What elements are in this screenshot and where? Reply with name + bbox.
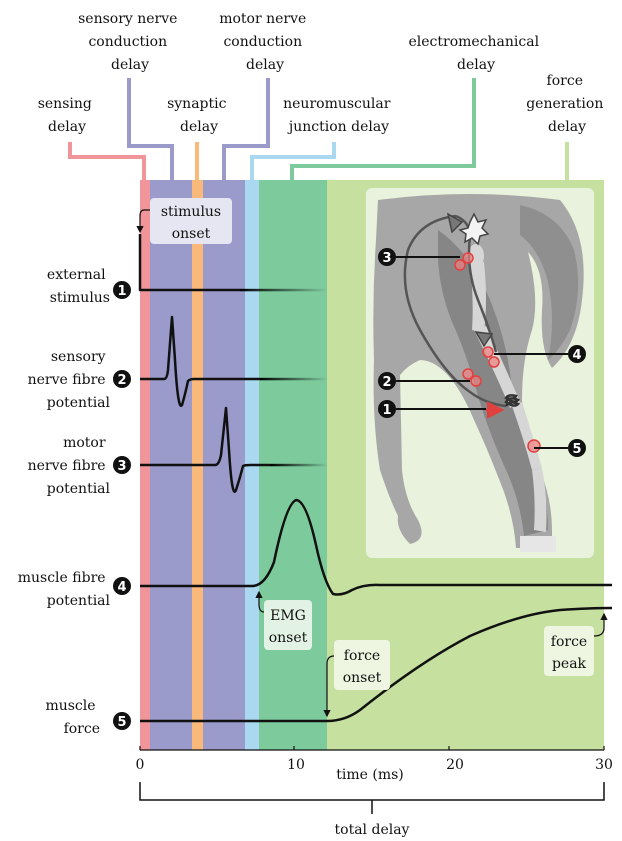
row-number-markers: 1 2 3 4 5 — [113, 281, 131, 730]
label-nmj-delay: neuromuscular junction delay — [283, 96, 395, 135]
phase-labels: sensing delay sensory nerve conduction d… — [38, 11, 608, 135]
tick-label-20: 20 — [446, 757, 464, 773]
row-marker-3: 3 — [113, 456, 131, 474]
time-axis: 0 10 20 30 time (ms) total delay — [136, 746, 613, 838]
x-axis-label: time (ms) — [336, 767, 404, 783]
inset-marker-5: 5 — [568, 439, 586, 457]
row-label-motor-potential: motor nerve fibre potential — [28, 435, 111, 497]
svg-text:4: 4 — [117, 580, 126, 595]
tick-label-30: 30 — [595, 757, 613, 773]
row-marker-5: 5 — [113, 712, 131, 730]
svg-text:1: 1 — [382, 403, 391, 418]
inset-marker-2: 2 — [378, 372, 396, 390]
svg-text:2: 2 — [382, 375, 391, 390]
label-force-generation-delay: force generation delay — [526, 73, 608, 135]
total-delay-label: total delay — [335, 822, 410, 838]
svg-text:2: 2 — [117, 373, 126, 388]
tick-label-0: 0 — [136, 757, 145, 773]
row-labels: external stimulus sensory nerve fibre po… — [18, 267, 111, 737]
total-delay-bracket — [140, 782, 604, 814]
row-marker-1: 1 — [113, 281, 131, 299]
label-synaptic-delay: synaptic delay — [167, 96, 231, 135]
trace-motor-fade — [270, 464, 328, 467]
trace-stimulus-fade — [240, 289, 328, 292]
row-label-external-stimulus: external stimulus — [47, 267, 110, 306]
row-marker-2: 2 — [113, 370, 131, 388]
label-sensory-conduction-delay: sensory nerve conduction delay — [78, 11, 182, 73]
inset-marker-1: 1 — [378, 400, 396, 418]
inset-marker-3: 3 — [378, 248, 396, 266]
svg-text:3: 3 — [382, 251, 391, 266]
svg-text:4: 4 — [572, 348, 581, 363]
leader-motor-conduction — [224, 78, 268, 180]
svg-text:3: 3 — [117, 459, 126, 474]
svg-text:1: 1 — [117, 284, 126, 299]
tick-label-10: 10 — [287, 757, 305, 773]
row-label-muscle-fibre-potential: muscle fibre potential — [18, 570, 111, 609]
row-marker-4: 4 — [113, 577, 131, 595]
svg-text:5: 5 — [572, 442, 581, 457]
horse-leg-inset: 3 4 2 1 5 — [366, 188, 594, 558]
inset-marker-4: 4 — [568, 345, 586, 363]
leader-sensory-conduction — [129, 78, 172, 180]
row-label-muscle-force: muscle force — [45, 698, 100, 737]
label-sensing-delay: sensing delay — [38, 96, 97, 135]
svg-text:5: 5 — [117, 715, 126, 730]
label-electromechanical-delay: electromechanical delay — [408, 34, 543, 73]
row-label-sensory-potential: sensory nerve fibre potential — [28, 349, 111, 411]
trace-sensory-fade — [260, 378, 328, 381]
label-motor-conduction-delay: motor nerve conduction delay — [219, 11, 311, 73]
